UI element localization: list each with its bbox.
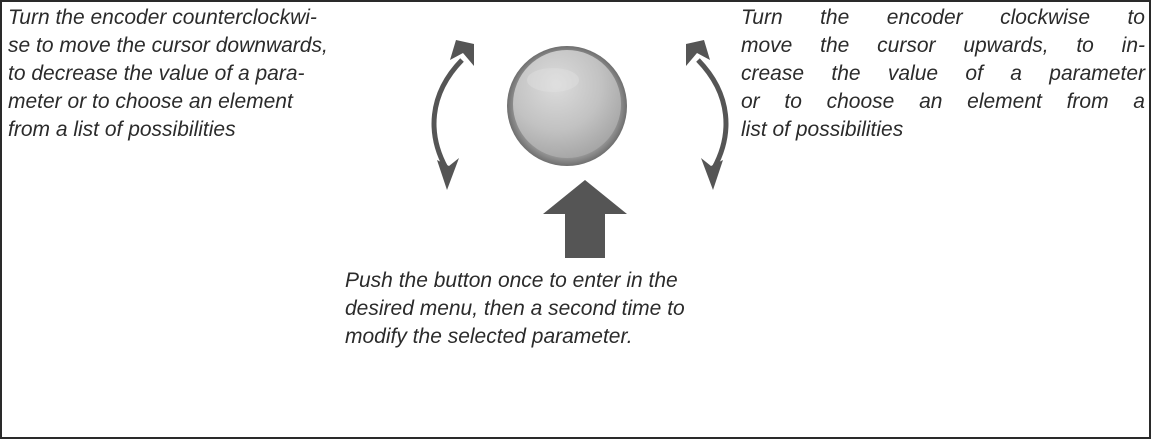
push-up-arrow-icon [543, 180, 627, 258]
push-caption: Push the button once to enter in the des… [345, 267, 785, 351]
counterclockwise-caption: Turn the encoder counterclockwi- se to m… [8, 4, 328, 144]
caption-line: Push the button once to enter in the [345, 269, 678, 292]
caption-line: to decrease the value of a para- [8, 62, 305, 85]
caption-line: se to move the cursor downwards, [8, 34, 328, 57]
caption-line: Turn the encoder clockwise to [741, 6, 1145, 29]
caption-line: or to choose an element from a [741, 90, 1145, 113]
caption-line: from a list of possibilities [8, 118, 236, 141]
caption-line: desired menu, then a second time to [345, 297, 685, 320]
clockwise-arrow-icon [686, 40, 729, 190]
encoder-knob-icon [507, 46, 627, 166]
caption-line: list of possibilities [741, 118, 904, 141]
caption-line: crease the value of a parameter [741, 62, 1145, 85]
caption-line: Turn the encoder counterclockwi- [8, 6, 317, 29]
caption-line: move the cursor upwards, to in- [741, 34, 1145, 57]
caption-line: meter or to choose an element [8, 90, 293, 113]
clockwise-caption: Turn the encoder clockwise to move the c… [741, 4, 1145, 144]
counterclockwise-arrow-icon [431, 40, 474, 190]
caption-line: modify the selected parameter. [345, 325, 633, 348]
